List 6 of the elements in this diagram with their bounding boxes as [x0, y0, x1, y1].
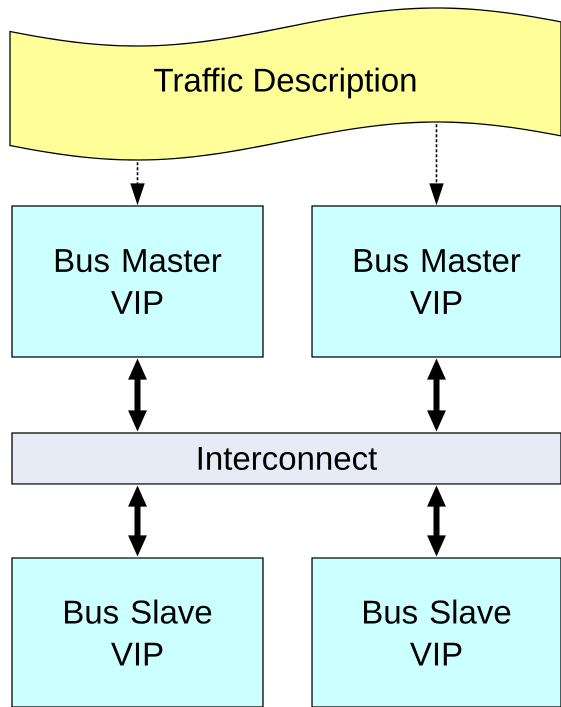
process-box: Bus Slave VIP [311, 557, 561, 707]
process-box: Bus Master VIP [311, 205, 561, 358]
process-box: Bus Slave VIP [11, 557, 264, 707]
bus-bar: Interconnect [11, 432, 561, 485]
banner: Traffic Description [9, 7, 561, 161]
process-box: Bus Master VIP [11, 205, 264, 358]
